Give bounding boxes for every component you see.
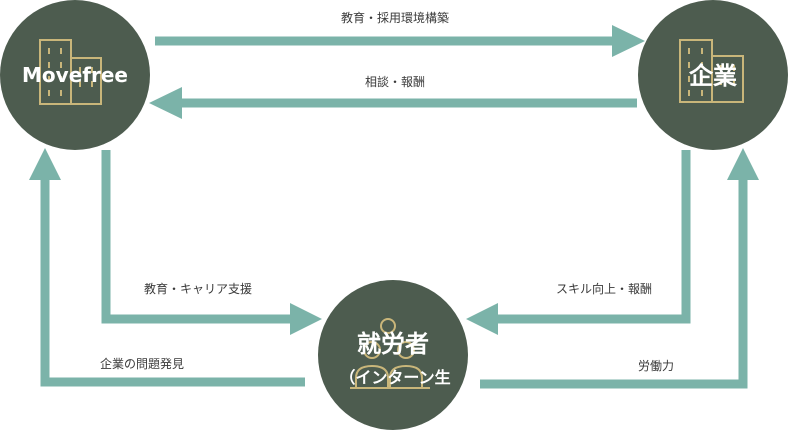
node-company: 企業 [638, 0, 788, 150]
node-movefree-title: Movefree [22, 63, 128, 87]
arrow-worker-to-company [480, 148, 759, 389]
node-worker-subtitle: （インターン生 [339, 368, 450, 387]
arrow-company-to-movefree [149, 87, 637, 119]
label-consulting-fee: 相談・報酬 [365, 74, 425, 89]
label-skill-fee: スキル向上・報酬 [556, 281, 652, 296]
arrow-worker-to-movefree [29, 148, 305, 387]
label-labor: 労働力 [638, 359, 674, 373]
node-company-title: 企業 [689, 62, 737, 90]
building-icon [39, 39, 102, 105]
label-education-hiring: 教育・採用環境構築 [341, 10, 449, 25]
label-education-career: 教育・キャリア支援 [144, 281, 252, 296]
people-icon [350, 318, 430, 389]
node-worker: 就労者 （インターン生 [318, 280, 468, 430]
arrow-company-to-worker [466, 150, 691, 335]
label-company-problem: 企業の問題発見 [100, 356, 184, 371]
node-worker-title: 就労者 [357, 330, 429, 358]
node-movefree: Movefree [0, 0, 150, 150]
arrow-movefree-to-worker [101, 150, 322, 335]
building-icon [679, 39, 744, 103]
arrow-movefree-to-company [155, 25, 645, 57]
